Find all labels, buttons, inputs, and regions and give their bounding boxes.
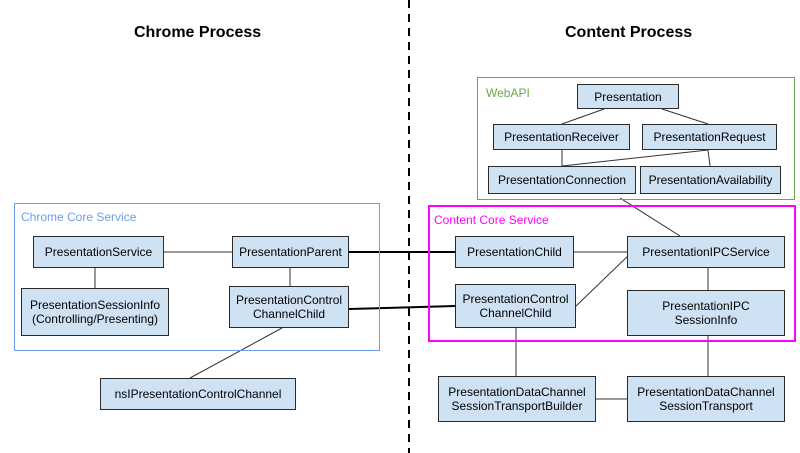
chrome-core-service-group [14,203,380,351]
presentation-control-channel-child-chrome-node: PresentationControl ChannelChild [229,286,349,328]
content-core-service-group [428,205,796,342]
edge-request-availability [707,149,711,167]
presentation-request-node: PresentationRequest [642,124,777,150]
presentation-child-node: PresentationChild [455,236,574,268]
content-process-title: Content Process [565,24,693,41]
webapi-group-label: WebAPI [486,86,530,100]
presentation-connection-node: PresentationConnection [488,166,636,194]
content-core-service-label: Content Core Service [434,213,549,227]
presentation-ipc-session-info-node: PresentationIPC SessionInfo [627,290,785,336]
webapi-group [477,77,795,200]
edge-presentation-request [661,108,709,125]
presentation-ipc-service-node: PresentationIPCService [627,236,785,268]
presentation-service-node: PresentationService [33,236,164,268]
presentation-data-channel-session-transport-builder-node: PresentationDataChannel SessionTransport… [438,376,596,422]
edge-controlchannel-ipcservice [575,253,631,307]
ns-presentation-control-channel-node: nsIPresentationControlChannel [100,378,296,410]
presentation-data-channel-session-transport-node: PresentationDataChannel SessionTransport [627,376,785,422]
presentation-parent-node: PresentationParent [232,236,349,268]
edge-webapi-ipcservice [619,197,681,237]
chrome-process-title: Chrome Process [134,24,262,41]
presentation-receiver-node: PresentationReceiver [493,124,630,150]
edge-controlchannel-crossprocess [348,305,456,310]
presentation-session-info-node: PresentationSessionInfo (Controlling/Pre… [21,288,169,336]
chrome-core-service-label: Chrome Core Service [21,210,137,224]
edge-presentation-receiver [561,108,605,125]
edge-controlchannel-nsichannel [189,327,283,379]
presentation-node: Presentation [577,84,679,109]
presentation-control-channel-child-content-node: PresentationControl ChannelChild [455,284,576,328]
edge-request-connection [561,149,709,167]
presentation-availability-node: PresentationAvailability [640,166,781,194]
